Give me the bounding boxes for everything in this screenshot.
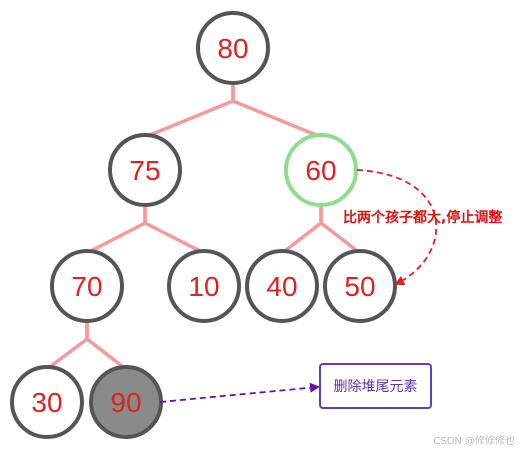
- node-label-50: 50: [344, 271, 375, 302]
- tree-nodes: 80 75 60 70 10 40 50 30 90: [10, 11, 397, 439]
- node-circle-10: [167, 249, 241, 323]
- delete-tail-label: 删除堆尾元素: [334, 379, 418, 395]
- node-label-80: 80: [217, 33, 248, 64]
- watermark: CSDN @修修修也: [433, 434, 515, 447]
- node-label-10: 10: [188, 271, 219, 302]
- node-circle-80: [196, 11, 270, 85]
- node-circle-75: [108, 133, 182, 207]
- node-circle-70: [50, 249, 124, 323]
- stop-adjust-note: 比两个孩子都大,停止调整: [343, 209, 503, 226]
- node-label-75: 75: [129, 155, 160, 186]
- delete-tail-box: [319, 363, 432, 409]
- node-label-70: 70: [71, 271, 102, 302]
- node-75: 75: [108, 133, 182, 207]
- edge-n70-n90: [85, 321, 126, 370]
- edge-n60-n50: [319, 205, 360, 254]
- delete-tail-arrow: [159, 382, 320, 403]
- node-70: 70: [50, 249, 124, 323]
- tree-edges: [47, 83, 360, 370]
- node-label-60: 60: [305, 155, 336, 186]
- node-30: 30: [10, 365, 84, 439]
- node-40: 40: [245, 249, 319, 323]
- edge-n60-n40: [282, 205, 323, 254]
- stop-adjust-arrow: [356, 169, 438, 285]
- node-circle-50: [323, 249, 397, 323]
- edge-n70-n30: [47, 321, 89, 370]
- node-60: 60: [284, 133, 358, 207]
- node-label-30: 30: [31, 387, 62, 418]
- edge-n80-n60: [231, 83, 320, 138]
- node-80: 80: [196, 11, 270, 85]
- node-10: 10: [167, 249, 241, 323]
- edge-n75-n70: [87, 205, 147, 254]
- node-90: 90: [89, 365, 163, 439]
- node-50: 50: [323, 249, 397, 323]
- node-label-90: 90: [110, 387, 141, 418]
- node-circle-60: [284, 133, 358, 207]
- edge-n80-n75: [146, 83, 235, 138]
- node-circle-30: [10, 365, 84, 439]
- node-circle-40: [245, 249, 319, 323]
- edge-n75-n10: [143, 205, 203, 254]
- node-label-40: 40: [266, 271, 297, 302]
